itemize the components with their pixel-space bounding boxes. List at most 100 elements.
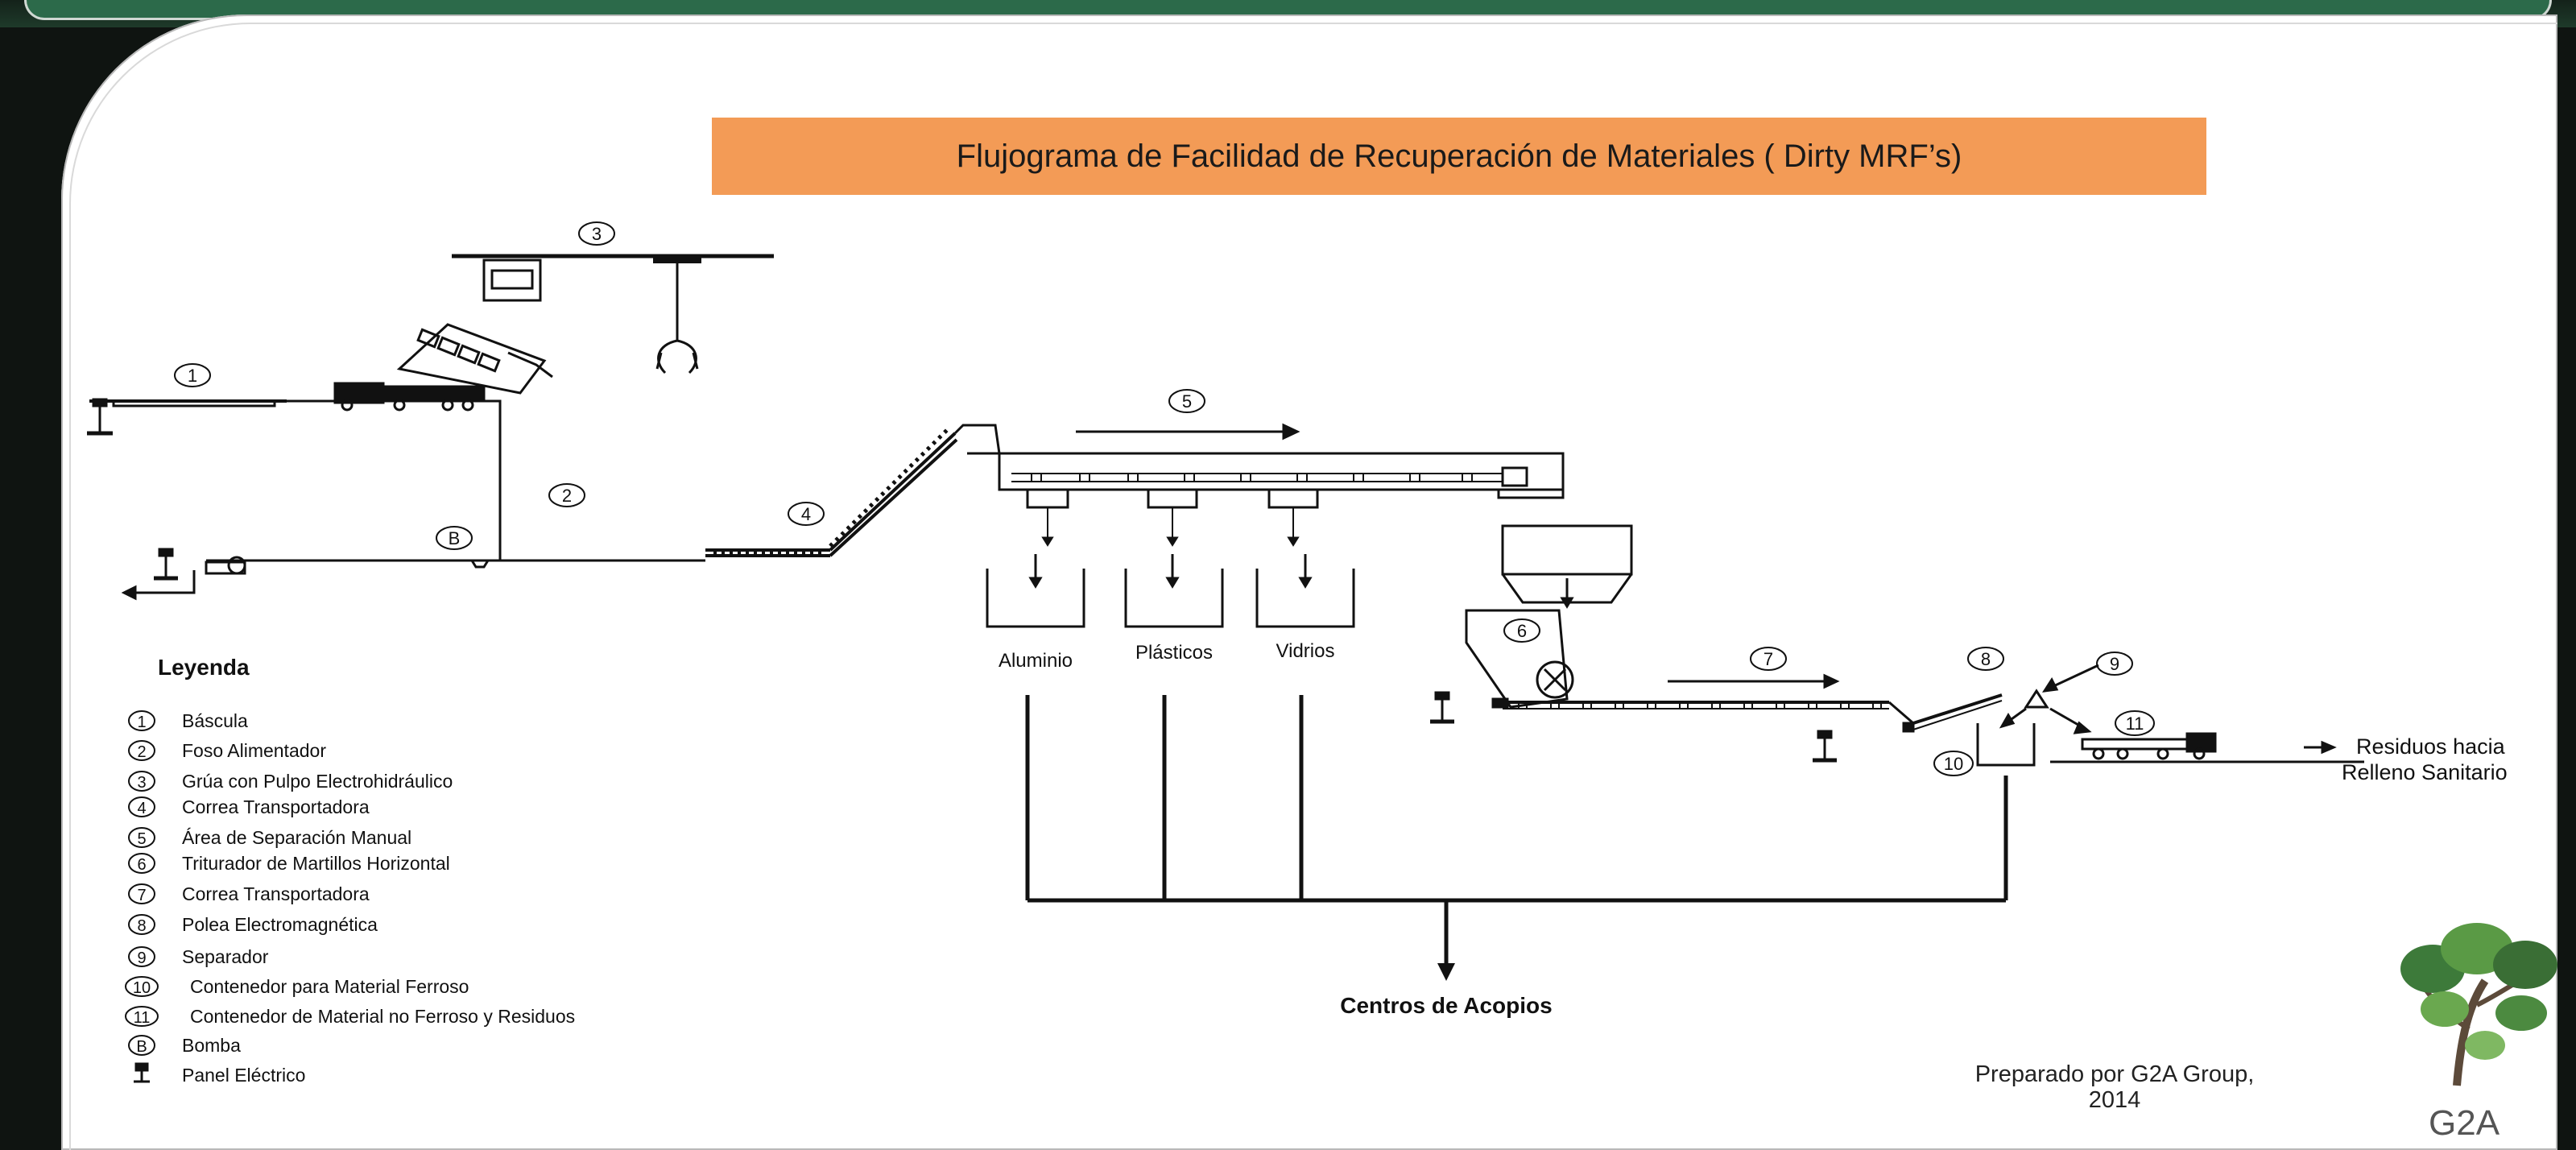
- bin-down-arrows: [1028, 554, 1313, 589]
- bin-labels: Aluminio Plásticos Vidrios: [999, 640, 1334, 672]
- num-2: 2: [562, 486, 572, 506]
- num-6: 6: [1517, 621, 1527, 641]
- legend-symbol: 8: [137, 917, 146, 935]
- num-9: 9: [2110, 654, 2119, 674]
- legend-symbol: 5: [137, 830, 146, 848]
- legend-symbol-circle: [128, 883, 155, 904]
- scale-bascula: [89, 399, 468, 407]
- flow-diagram: 1 2 3 4 5 6 7 8 9 10 11 B Aluminio Plást…: [87, 221, 2557, 1086]
- legend-list: 1 Báscula 2 Foso Alimentador 3 Grúa con Pulpo…: [125, 710, 575, 1086]
- prepared-by-line1: Preparado por G2A Group,: [1974, 1061, 2255, 1087]
- legend-label: Separador: [182, 946, 269, 967]
- collector-lines: [1025, 695, 2008, 981]
- legend-label: Polea Electromagnética: [182, 914, 378, 935]
- panel-icon: [134, 1062, 150, 1083]
- conveyor-7: [1503, 673, 2003, 733]
- legend-label: Correa Transportadora: [182, 883, 370, 904]
- legend-item: 4 Correa Transportadora: [128, 796, 370, 817]
- flow-arrow-5: [1076, 423, 1300, 441]
- legend-symbol: 4: [137, 800, 146, 817]
- prepared-by-note: Preparado por G2A Group, 2014: [1905, 1061, 2324, 1113]
- legend-symbol-circle: [125, 976, 159, 997]
- conveyor-4: [705, 424, 1001, 557]
- legend-item: 8 Polea Electromagnética: [128, 914, 378, 935]
- legend-label: Grúa con Pulpo Electrohidráulico: [182, 771, 453, 792]
- num-5: 5: [1182, 391, 1192, 412]
- legend-label: Bomba: [182, 1035, 241, 1056]
- legend-label: Correa Transportadora: [182, 796, 370, 817]
- residuos-line1: Residuos hacia: [2356, 734, 2506, 759]
- legend-label: Área de Separación Manual: [182, 827, 411, 848]
- legend-title: Leyenda: [158, 655, 250, 680]
- legend-symbol-circle: [128, 827, 155, 848]
- pump-bomba: [121, 548, 246, 601]
- legend-label: Foso Alimentador: [182, 740, 326, 761]
- legend-symbol: 1: [137, 714, 146, 731]
- num-b: B: [449, 528, 461, 548]
- legend-label: Triturador de Martillos Horizontal: [182, 853, 450, 874]
- shredder-hopper: [1501, 524, 1633, 609]
- legend-symbol: 9: [137, 949, 146, 967]
- num-4: 4: [801, 504, 811, 524]
- title-banner: Flujograma de Facilidad de Recuperación …: [712, 118, 2206, 195]
- prepared-by-year: 2014: [2088, 1087, 2141, 1113]
- panel-icon-2: [1430, 691, 1454, 724]
- legend-item: 1 Báscula: [128, 710, 248, 731]
- bin-aluminio: [986, 569, 1085, 628]
- conveyor-7-rollers: [1518, 701, 1882, 709]
- legend-item: 11 Contenedor de Material no Ferroso y Re…: [125, 1006, 575, 1027]
- legend-label: Báscula: [182, 710, 248, 731]
- number-callouts: [174, 221, 2155, 776]
- legend-label: Panel Eléctrico: [182, 1065, 305, 1086]
- separator: [1999, 664, 2099, 734]
- num-1: 1: [188, 366, 197, 386]
- legend-item: 7 Correa Transportadora: [128, 883, 370, 904]
- centros-de-acopios-label: Centros de Acopios: [1340, 993, 1552, 1018]
- panel-icon-3: [1813, 730, 1837, 763]
- ferrous-container: [1976, 723, 2036, 767]
- manual-separation-area: [998, 452, 1565, 547]
- label-plasticos: Plásticos: [1135, 642, 1213, 664]
- legend-symbol-circle: [128, 771, 155, 792]
- legend-symbol: 11: [134, 1009, 151, 1027]
- legend-symbol-circle: [128, 796, 155, 817]
- legend-symbol-circle: [128, 740, 155, 761]
- legend-item: 10 Contenedor para Material Ferroso: [125, 976, 469, 997]
- legend-symbol-circle: [128, 710, 155, 731]
- legend-item: B Bomba: [128, 1035, 241, 1056]
- bin-vidrios: [1255, 569, 1355, 628]
- panel-icon-1: [87, 398, 113, 436]
- num-11: 11: [2126, 714, 2144, 734]
- num-3: 3: [592, 224, 602, 244]
- legend-symbol: 3: [137, 774, 146, 792]
- legend-label: Contenedor para Material Ferroso: [190, 976, 469, 997]
- g2a-tree-logo: [2400, 923, 2557, 1086]
- label-aluminio: Aluminio: [999, 650, 1073, 672]
- legend-symbol: 2: [137, 743, 146, 761]
- legend-symbol: B: [136, 1038, 147, 1056]
- legend-symbol-circle: [128, 853, 155, 874]
- legend-symbol: 7: [137, 887, 146, 904]
- residuos-line2: Relleno Sanitario: [2342, 760, 2508, 784]
- dump-truck-icon: [333, 323, 553, 412]
- legend-label: Contenedor de Material no Ferroso y Resi…: [190, 1006, 575, 1027]
- legend-symbol-circle: [128, 946, 155, 967]
- legend-item: Panel Eléctrico: [134, 1062, 305, 1086]
- legend-item: 9 Separador: [128, 946, 269, 967]
- bin-plasticos: [1124, 569, 1224, 628]
- legend-item: 2 Foso Alimentador: [128, 740, 326, 761]
- num-8: 8: [1981, 649, 1991, 669]
- legend-item: 3 Grúa con Pulpo Electrohidráulico: [128, 771, 453, 792]
- separation-rollers: [1031, 473, 1473, 482]
- legend-symbol-circle: [128, 1035, 155, 1056]
- num-7: 7: [1764, 649, 1773, 669]
- num-10: 10: [1944, 754, 1963, 774]
- diagram-title: Flujograma de Facilidad de Recuperación …: [956, 138, 1962, 174]
- nonferrous-truck: [2050, 732, 2364, 763]
- number-labels: 1 2 3 4 5 6 7 8 9 10 11 B: [188, 224, 2144, 774]
- legend-symbol-circle: [125, 1006, 159, 1027]
- feeder-pit: [206, 399, 705, 569]
- legend-symbol: 10: [133, 979, 151, 997]
- legend-item: 5 Área de Separación Manual: [128, 827, 411, 848]
